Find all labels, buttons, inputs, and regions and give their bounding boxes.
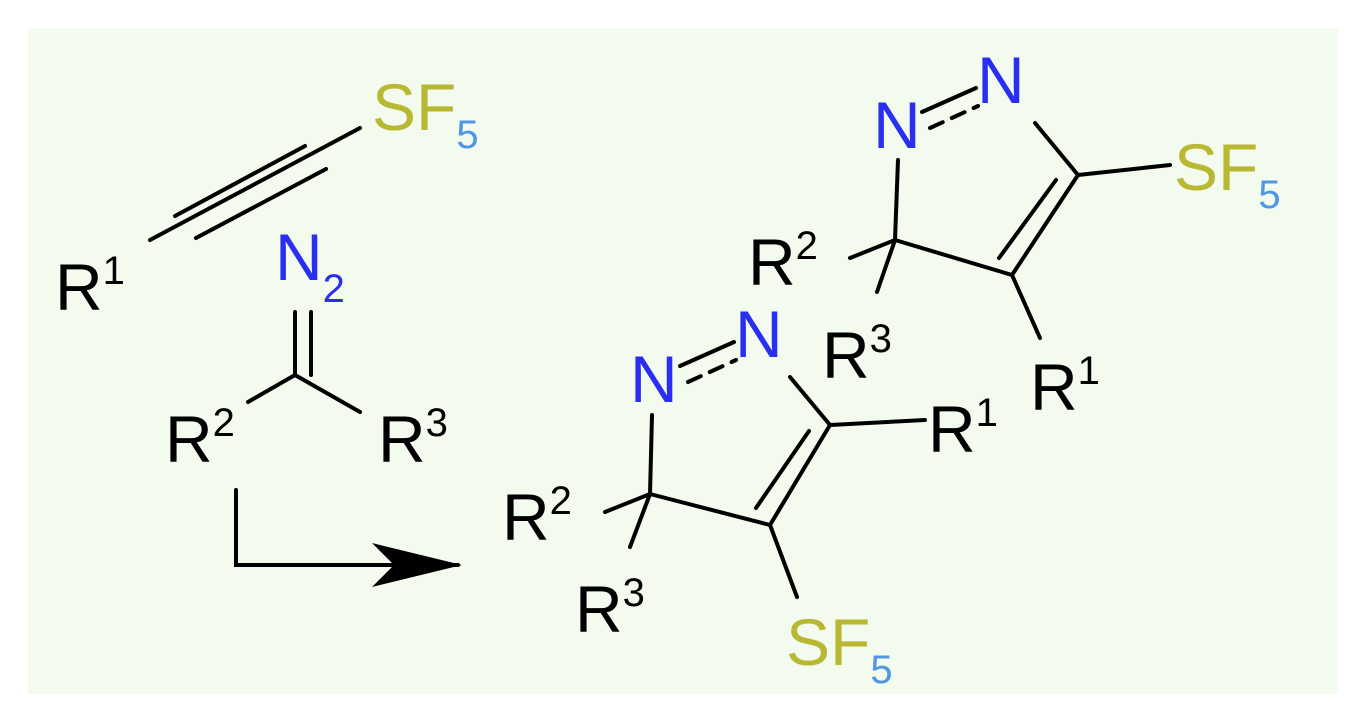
bottom-r2-label: R2 <box>502 479 572 554</box>
scheme-background <box>28 28 1338 694</box>
top-c-c-single-bond <box>893 238 1014 277</box>
product-isomer-top: N N SF5 R2 R3 R1 <box>748 43 1281 424</box>
bottom-n-n-bond-dashed <box>686 358 738 384</box>
alkyne-sf5-label: SF5 <box>372 70 479 157</box>
top-sf5-label: SF5 <box>1174 130 1281 217</box>
bottom-c-r3-bond <box>628 492 652 549</box>
top-n-right-label: N <box>977 43 1025 117</box>
top-n-n-bond <box>920 86 978 114</box>
top-n-n-bond-dashed <box>928 104 980 130</box>
top-c-r2-bond <box>848 238 897 260</box>
bottom-c-c-double-bond-inner <box>754 429 811 510</box>
top-c-c-double-bond-outer <box>1010 173 1080 277</box>
bottom-r1-label: R1 <box>928 391 998 466</box>
diazo-n2-label: N2 <box>275 220 345 311</box>
diazo-reactant: N2 R2 R3 <box>165 220 448 476</box>
bottom-n-c-bond <box>788 375 832 427</box>
bottom-n-left-label: N <box>630 342 678 416</box>
bottom-n-n-bond <box>678 340 736 368</box>
diazo-r2-bond <box>246 373 297 404</box>
top-c-sf5-bond <box>1076 163 1172 177</box>
product-isomer-bottom: N N R1 R2 R3 SF5 <box>502 297 998 692</box>
diazo-r2-label: R2 <box>165 401 235 476</box>
diazo-r3-bond <box>293 373 362 414</box>
bottom-c-sf5-bond <box>768 523 799 599</box>
bottom-c-n-bond <box>648 413 654 496</box>
top-c-r3-bond <box>875 238 897 294</box>
diazo-r3-label: R3 <box>378 401 448 476</box>
bottom-n-right-label: N <box>735 297 783 371</box>
alkyne-triple-bond-upper <box>173 144 307 218</box>
alkyne-reactant: SF5 R1 <box>55 70 479 324</box>
top-n-left-label: N <box>873 88 921 162</box>
alkyne-triple-bond-center <box>148 126 362 242</box>
f-subscript: 5 <box>456 113 478 157</box>
top-r2-label: R2 <box>748 224 818 299</box>
bottom-sf5-label: SF5 <box>786 605 893 692</box>
bottom-r3-label: R3 <box>575 571 645 646</box>
alkyne-triple-bond-lower <box>194 167 328 240</box>
top-r3-label: R3 <box>822 317 892 392</box>
sulfur-f-text: SF <box>372 70 456 144</box>
bottom-c-c-single-bond <box>648 492 772 527</box>
alkyne-r1-label: R1 <box>55 249 125 324</box>
bottom-c-r2-bond <box>603 492 652 514</box>
bottom-c-r1-bond <box>828 418 927 427</box>
top-c-n-bond <box>893 158 900 242</box>
reaction-arrow <box>234 488 462 587</box>
top-c-c-double-bond-inner <box>997 178 1058 260</box>
top-c-r1-bond <box>1010 273 1042 340</box>
top-n-c-bond <box>1033 121 1080 177</box>
top-r1-label: R1 <box>1030 349 1100 424</box>
bottom-c-c-double-bond-outer <box>768 423 832 527</box>
